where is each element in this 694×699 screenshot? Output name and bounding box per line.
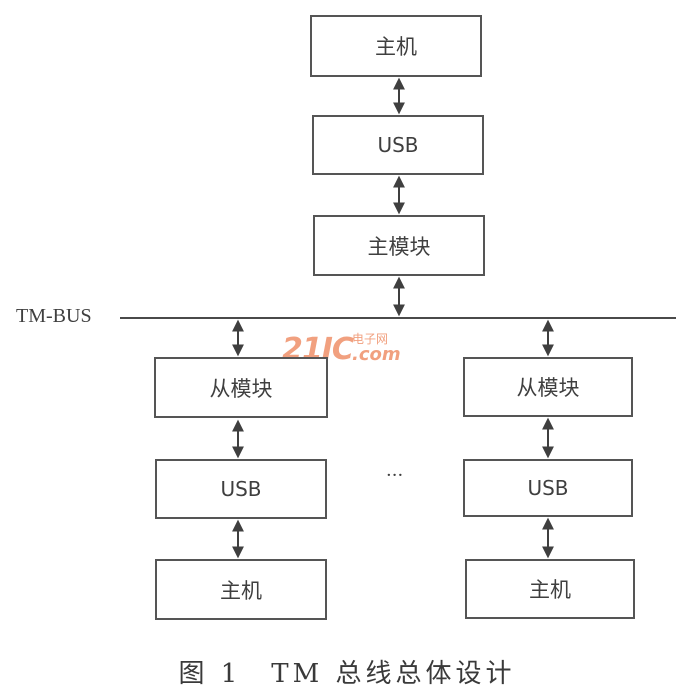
top-usb-box: USB	[312, 115, 484, 175]
top-host-box: 主机	[310, 15, 482, 77]
top-host-label: 主机	[375, 35, 417, 59]
left-usb-box: USB	[155, 459, 327, 519]
left-slave-module-box: 从模块	[154, 357, 328, 418]
top-usb-label: USB	[377, 133, 419, 157]
watermark-site-cn: 电子网	[352, 332, 389, 346]
left-host-box: 主机	[155, 559, 327, 620]
figure-caption: 图 1 TM 总线总体设计	[178, 659, 516, 689]
watermark-domain: .com	[352, 344, 401, 365]
left-host-label: 主机	[220, 578, 262, 603]
right-slave-module-label: 从模块	[516, 376, 580, 400]
right-slave-module-box: 从模块	[463, 357, 633, 417]
master-module-box: 主模块	[313, 215, 485, 276]
tm-bus-label: TM-BUS	[16, 305, 92, 327]
more-chains-ellipsis: ···	[386, 465, 404, 486]
right-host-label: 主机	[529, 578, 571, 602]
right-usb-label: USB	[527, 476, 569, 500]
left-slave-module-label: 从模块	[209, 376, 273, 401]
right-usb-box: USB	[463, 459, 633, 517]
master-module-label: 主模块	[367, 234, 431, 259]
right-host-box: 主机	[465, 559, 635, 619]
left-usb-label: USB	[220, 477, 262, 501]
